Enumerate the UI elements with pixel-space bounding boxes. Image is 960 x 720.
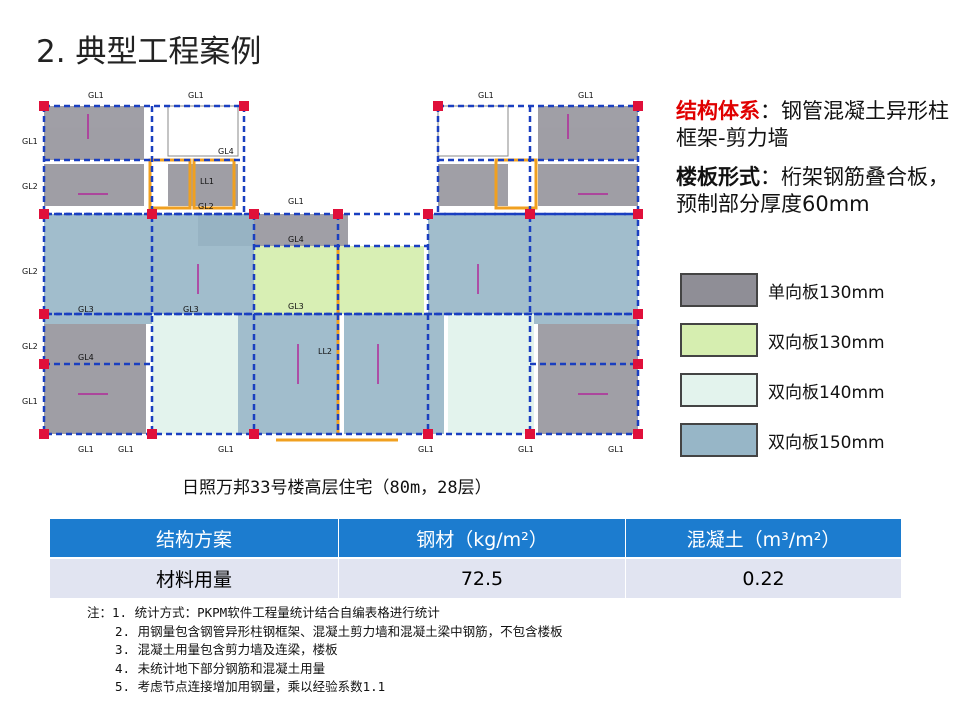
svg-text:GL1: GL1	[22, 397, 38, 406]
legend-swatch	[680, 373, 758, 407]
svg-text:GL3: GL3	[288, 302, 304, 311]
svg-text:GL1: GL1	[22, 137, 38, 146]
note-item: 4. 未统计地下部分钢筋和混凝土用量	[115, 660, 326, 676]
table-row: 材料用量 72.5 0.22	[50, 557, 902, 598]
svg-text:GL1: GL1	[608, 445, 624, 454]
note-item: 3. 混凝土用量包含剪力墙及连梁，楼板	[115, 642, 338, 657]
svg-text:GL1: GL1	[478, 91, 494, 100]
note-item: 注：1. 统计方式：PKPM软件工程量统计结合自编表格进行统计	[87, 605, 440, 620]
svg-text:GL3: GL3	[183, 305, 199, 314]
legend-swatch	[680, 273, 758, 307]
svg-text:GL2: GL2	[22, 267, 38, 276]
structure-system: 结构体系：钢管混凝土异形柱框架-剪力墙	[676, 98, 956, 152]
slab-grey	[44, 106, 638, 434]
svg-text:GL2: GL2	[22, 342, 38, 351]
table-header-row: 结构方案 钢材（kg/m²） 混凝土（m³/m²）	[50, 519, 902, 558]
notes: 注：1. 统计方式：PKPM软件工程量统计结合自编表格进行统计 2. 用钢量包含…	[87, 604, 563, 697]
note-item: 5. 考虑节点连接增加用钢量，乘以经验系数1.1	[115, 679, 386, 694]
info-panel: 结构体系：钢管混凝土异形柱框架-剪力墙 楼板形式：桁架钢筋叠合板，预制部分厚度6…	[676, 98, 956, 230]
structure-text: ：钢管混凝土异形柱框架-剪力墙	[676, 99, 949, 150]
svg-text:LL2: LL2	[318, 347, 332, 356]
legend-label: 双向板140mm	[768, 382, 885, 403]
floor-text: ：桁架钢筋叠合板，预制部分厚度60mm	[676, 165, 949, 216]
legend-item: 单向板130mm	[680, 265, 885, 315]
legend-item: 双向板150mm	[680, 415, 885, 465]
floor-form: 楼板形式：桁架钢筋叠合板，预制部分厚度60mm	[676, 164, 956, 218]
svg-text:GL1: GL1	[578, 91, 594, 100]
svg-text:GL1: GL1	[188, 91, 204, 100]
table-cell: 0.22	[625, 557, 902, 598]
svg-text:GL2: GL2	[22, 182, 38, 191]
floor-label: 楼板形式	[676, 165, 760, 189]
slab-light	[152, 314, 534, 434]
note-item: 2. 用钢量包含钢管异形柱钢框架、混凝土剪力墙和混凝土梁中钢筋，不包含楼板	[115, 623, 563, 639]
legend-swatch	[680, 323, 758, 357]
svg-text:GL2: GL2	[198, 202, 214, 211]
material-table: 结构方案 钢材（kg/m²） 混凝土（m³/m²） 材料用量 72.5 0.22	[50, 519, 902, 598]
page-title: 2. 典型工程案例	[36, 34, 262, 70]
svg-text:GL1: GL1	[78, 445, 94, 454]
legend-swatch	[680, 423, 758, 457]
slab-legend: 单向板130mm 双向板130mm 双向板140mm 双向板150mm	[680, 265, 885, 465]
svg-text:GL4: GL4	[78, 353, 94, 362]
plan-caption: 日照万邦33号楼高层住宅（80m，28层）	[182, 478, 492, 498]
svg-text:GL4: GL4	[218, 147, 234, 156]
svg-text:GL1: GL1	[88, 91, 104, 100]
svg-text:GL1: GL1	[288, 197, 304, 206]
legend-label: 双向板150mm	[768, 432, 885, 453]
legend-item: 双向板140mm	[680, 365, 885, 415]
svg-text:GL3: GL3	[78, 305, 94, 314]
table-cell: 材料用量	[50, 557, 339, 598]
legend-item: 双向板130mm	[680, 315, 885, 365]
structure-label: 结构体系	[676, 99, 760, 123]
svg-text:GL1: GL1	[418, 445, 434, 454]
table-header: 混凝土（m³/m²）	[625, 519, 902, 558]
legend-label: 单向板130mm	[768, 282, 885, 303]
table-cell: 72.5	[338, 557, 626, 598]
table-header: 结构方案	[50, 519, 339, 558]
svg-text:GL1: GL1	[518, 445, 534, 454]
svg-text:GL1: GL1	[218, 445, 234, 454]
svg-text:GL4: GL4	[288, 235, 304, 244]
legend-label: 双向板130mm	[768, 332, 885, 353]
svg-text:GL1: GL1	[118, 445, 134, 454]
notes-prefix: 注：	[87, 605, 113, 620]
table-header: 钢材（kg/m²）	[338, 519, 626, 558]
svg-text:LL1: LL1	[200, 177, 214, 186]
